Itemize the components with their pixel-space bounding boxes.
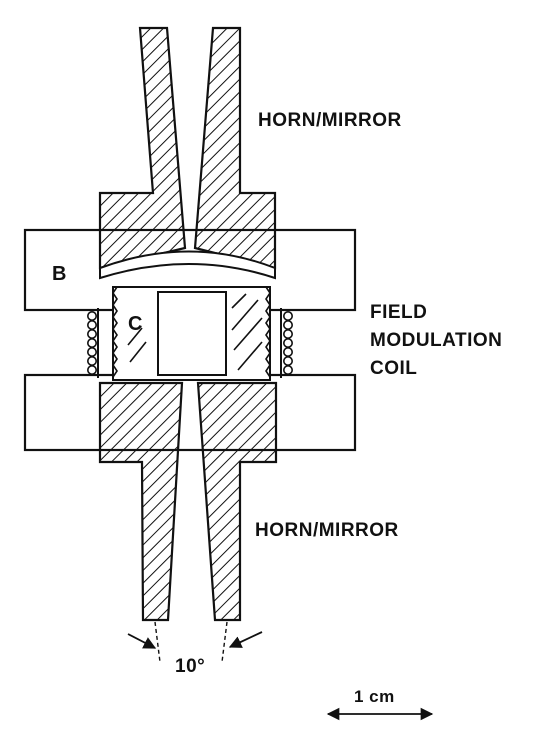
- lower-block: [23, 373, 357, 452]
- label-angle: 10°: [175, 656, 205, 677]
- label-block-b: B: [52, 263, 67, 285]
- label-field: FIELD: [370, 302, 427, 323]
- label-horn-mirror-top: HORN/MIRROR: [258, 110, 402, 131]
- coil-right: [280, 308, 293, 378]
- cavity-c: [112, 286, 271, 381]
- top-horn-left: [98, 26, 187, 270]
- label-horn-mirror-bottom: HORN/MIRROR: [255, 520, 399, 541]
- top-horn-right: [193, 26, 277, 270]
- coil-left: [87, 308, 99, 378]
- angle-indicator: [127, 621, 263, 663]
- top-mirror-surface: [99, 250, 276, 280]
- bottom-horn-left: [98, 381, 184, 622]
- label-coil: COIL: [370, 358, 417, 379]
- label-scale: 1 cm: [354, 687, 395, 706]
- bottom-horn-right: [196, 381, 278, 622]
- label-modulation: MODULATION: [370, 330, 502, 351]
- label-cavity-c: C: [128, 313, 143, 335]
